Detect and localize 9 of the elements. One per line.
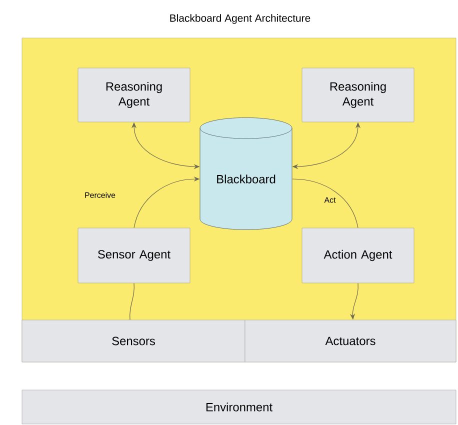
layer-band: Environment [22,390,456,424]
agent-box: Reasoning Agent [78,68,190,122]
layer-band: Sensors [22,320,246,362]
title: Blackboard Agent Architecture [170,14,310,24]
layer-band: Actuators [244,320,456,362]
agent-box: Sensor Agent [78,228,190,284]
agent-box: Action Agent [302,228,414,284]
agent-box: Reasoning Agent [302,68,414,122]
database-cylinder: Blackboard [200,117,292,230]
